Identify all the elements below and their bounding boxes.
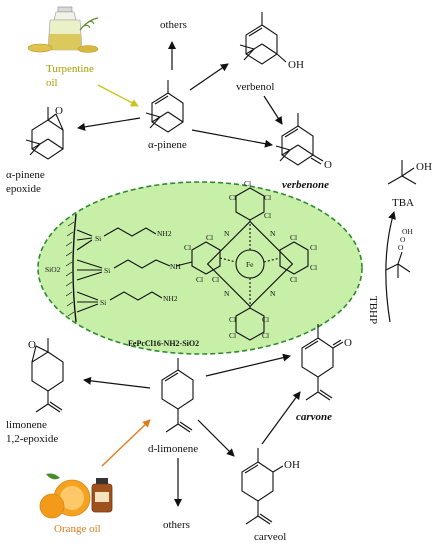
verbenol-oh-label: OH (288, 59, 304, 71)
arrow-to-carvone (205, 353, 291, 377)
arrow-to-limonene-epoxide (83, 376, 151, 389)
nh-link: NH (170, 262, 181, 271)
chlorine-labels: Cl Cl Cl Cl Cl Cl Cl Cl Cl Cl Cl Cl Cl C… (184, 179, 317, 340)
carvone-label: carvone (296, 411, 332, 423)
si-3: Si (100, 298, 106, 307)
silica-hatch (65, 221, 75, 317)
d-limonene-structure (161, 358, 194, 433)
svg-text:Cl: Cl (244, 179, 251, 188)
turpentine-arrow (97, 84, 139, 107)
phthalocyanine-core (175, 187, 309, 341)
tbhp-to-tba-arrow (385, 211, 396, 323)
limonene-epoxide-structure (31, 338, 64, 413)
alpha-pinene-epoxide-label-2: epoxide (6, 183, 41, 195)
arrow-to-verbenol (189, 63, 229, 91)
n-2: N (270, 229, 276, 238)
svg-text:Cl: Cl (264, 193, 271, 202)
svg-text:Cl: Cl (229, 315, 236, 324)
n-4: N (270, 289, 276, 298)
tba-oh-label: OH (416, 161, 432, 173)
linker-bonds (76, 227, 171, 313)
tbhp-structure (385, 251, 411, 278)
carvone-structure (301, 324, 344, 401)
d-limonene-label: d-limonene (148, 443, 198, 455)
sio2-label: SiO2 (45, 265, 61, 274)
alpha-pinene-label: α-pinene (148, 139, 187, 151)
carveol-label: carveol (254, 531, 286, 543)
carvone-o-label: O (344, 337, 352, 349)
svg-text:Cl: Cl (310, 263, 317, 272)
verbenol-label: verbenol (236, 81, 274, 93)
alpha-pinene-epoxide-structure (25, 107, 64, 160)
limonene-epoxide-label-2: 1,2-epoxide (6, 433, 58, 445)
alpha-pinene-structure (145, 80, 184, 133)
arrow-verbenol-to-verbenone (263, 95, 283, 125)
catalyst-ellipse (37, 181, 363, 355)
turpentine-oil-label-1: Turpentine (46, 63, 94, 75)
svg-text:Cl: Cl (229, 331, 236, 340)
alpha-pinene-epoxide-label-1: α-pinene (6, 169, 45, 181)
epoxide-o-label: O (55, 105, 63, 117)
svg-text:Cl: Cl (262, 315, 269, 324)
turpentine-oil-label-2: oil (46, 77, 58, 89)
tba-structure (387, 160, 417, 185)
svg-text:Cl: Cl (229, 193, 236, 202)
verbenone-structure (275, 113, 324, 166)
verbenol-structure (239, 12, 287, 65)
si-1: Si (95, 234, 101, 243)
others-bottom-label: others (163, 519, 190, 531)
carveol-oh-label: OH (284, 459, 300, 471)
arrow-to-verbenone (191, 129, 273, 148)
svg-text:Cl: Cl (310, 243, 317, 252)
orange-oil-icon (39, 473, 113, 519)
nh2-bottom: NH2 (163, 294, 178, 303)
svg-text:Cl: Cl (206, 233, 213, 242)
tbhp-o1: O (398, 243, 404, 252)
svg-text:Cl: Cl (290, 233, 297, 242)
arrow-carveol-to-carvone (261, 391, 301, 445)
svg-text:Cl: Cl (196, 275, 203, 284)
carveol-structure (241, 448, 284, 525)
limonene-epoxide-label-1: limonene (6, 419, 47, 431)
turpentine-oil-icon (27, 6, 99, 53)
verbenone-o-label: O (324, 159, 332, 171)
svg-text:Cl: Cl (212, 275, 219, 284)
nh2-top: NH2 (157, 229, 172, 238)
orange-oil-arrow (101, 419, 151, 467)
limonene-epoxide-o-label: O (28, 339, 36, 351)
tbhp-oh: OH (402, 227, 413, 236)
verbenone-label: verbenone (282, 179, 329, 191)
svg-text:Cl: Cl (264, 211, 271, 220)
n-1: N (224, 229, 230, 238)
catalyst-name: FePcCl16-NH2-SiO2 (128, 339, 199, 348)
svg-text:Cl: Cl (290, 275, 297, 284)
arrow-to-alpha-pinene-epoxide (77, 117, 141, 131)
others-top-label: others (160, 19, 187, 31)
tbhp-o2: O (400, 235, 406, 244)
fe-label: Fe (246, 260, 254, 269)
arrow-to-carveol (197, 419, 235, 457)
svg-text:Cl: Cl (262, 331, 269, 340)
n-3: N (224, 289, 230, 298)
silica-surface (72, 213, 77, 323)
tba-label: TBA (392, 197, 414, 209)
si-2: Si (104, 266, 110, 275)
orange-oil-label: Orange oil (54, 523, 101, 535)
tbhp-label: TBHP (367, 296, 379, 324)
svg-text:Cl: Cl (184, 243, 191, 252)
